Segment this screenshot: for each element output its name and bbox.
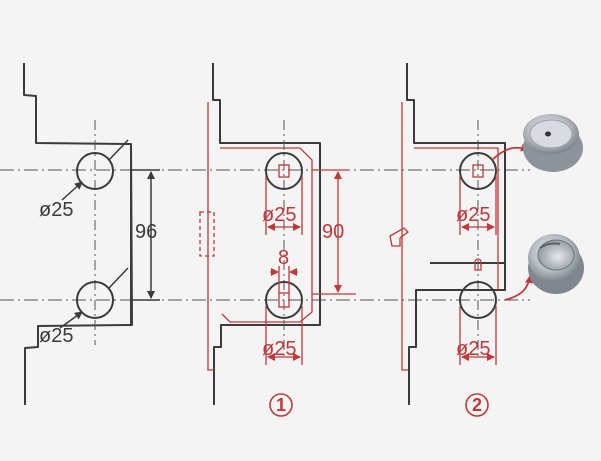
hole-top-diameter-label: ø25 [456, 204, 490, 226]
cutout-outline-1 [199, 102, 313, 371]
diameter-dim-top-1 [265, 176, 303, 235]
step-badge-2 [465, 393, 489, 417]
dimension-90 [312, 169, 356, 295]
center-lines [0, 169, 530, 301]
diameter-dim-bottom-1 [265, 306, 303, 365]
slot-bottom-1 [278, 292, 290, 308]
hole-top-diameter-label: ø25 [262, 204, 296, 226]
offset-label: 8 [278, 247, 289, 269]
step-number-1: 1 [276, 395, 286, 415]
slot-top-1 [278, 164, 290, 178]
door-profile-1 [212, 63, 321, 405]
flush-pull-closed-image [523, 114, 583, 172]
diameter-dim-bottom-2 [459, 306, 497, 365]
step-badge-1 [269, 393, 293, 417]
step-number-2: 2 [472, 395, 482, 415]
door-profile-left [23, 63, 133, 405]
slot-top-2 [472, 164, 484, 178]
hole-bottom-1 [265, 281, 303, 319]
hole-top-1 [265, 152, 303, 190]
hole-spacing-label: 96 [135, 221, 157, 243]
hole-top-left [76, 152, 114, 190]
flush-pull-open-image [528, 234, 584, 294]
offset-dim-8 [270, 266, 298, 293]
hole-spacing-label: 90 [322, 221, 344, 243]
panel-2: ø25 ø25 2 [389, 63, 533, 417]
hole-bottom-diameter-label: ø25 [456, 338, 490, 360]
keyhole-mark-2 [474, 258, 482, 271]
panel-left: ø25 ø25 96 [23, 63, 160, 405]
hole-bottom-left [76, 281, 114, 319]
door-profile-2 [406, 63, 506, 405]
diameter-dim-top-2 [459, 176, 497, 235]
hole-top-diameter-label: ø25 [39, 199, 73, 221]
leader-lines-left [59, 139, 129, 329]
hole-bottom-diameter-label: ø25 [39, 325, 73, 347]
hole-bottom-diameter-label: ø25 [262, 338, 296, 360]
hole-top-2 [459, 152, 497, 190]
hole-bottom-2 [459, 281, 497, 319]
dimension-96 [132, 169, 160, 301]
cutout-outline-2 [389, 102, 499, 371]
panel-1: ø25 8 90 ø25 1 [199, 63, 356, 417]
